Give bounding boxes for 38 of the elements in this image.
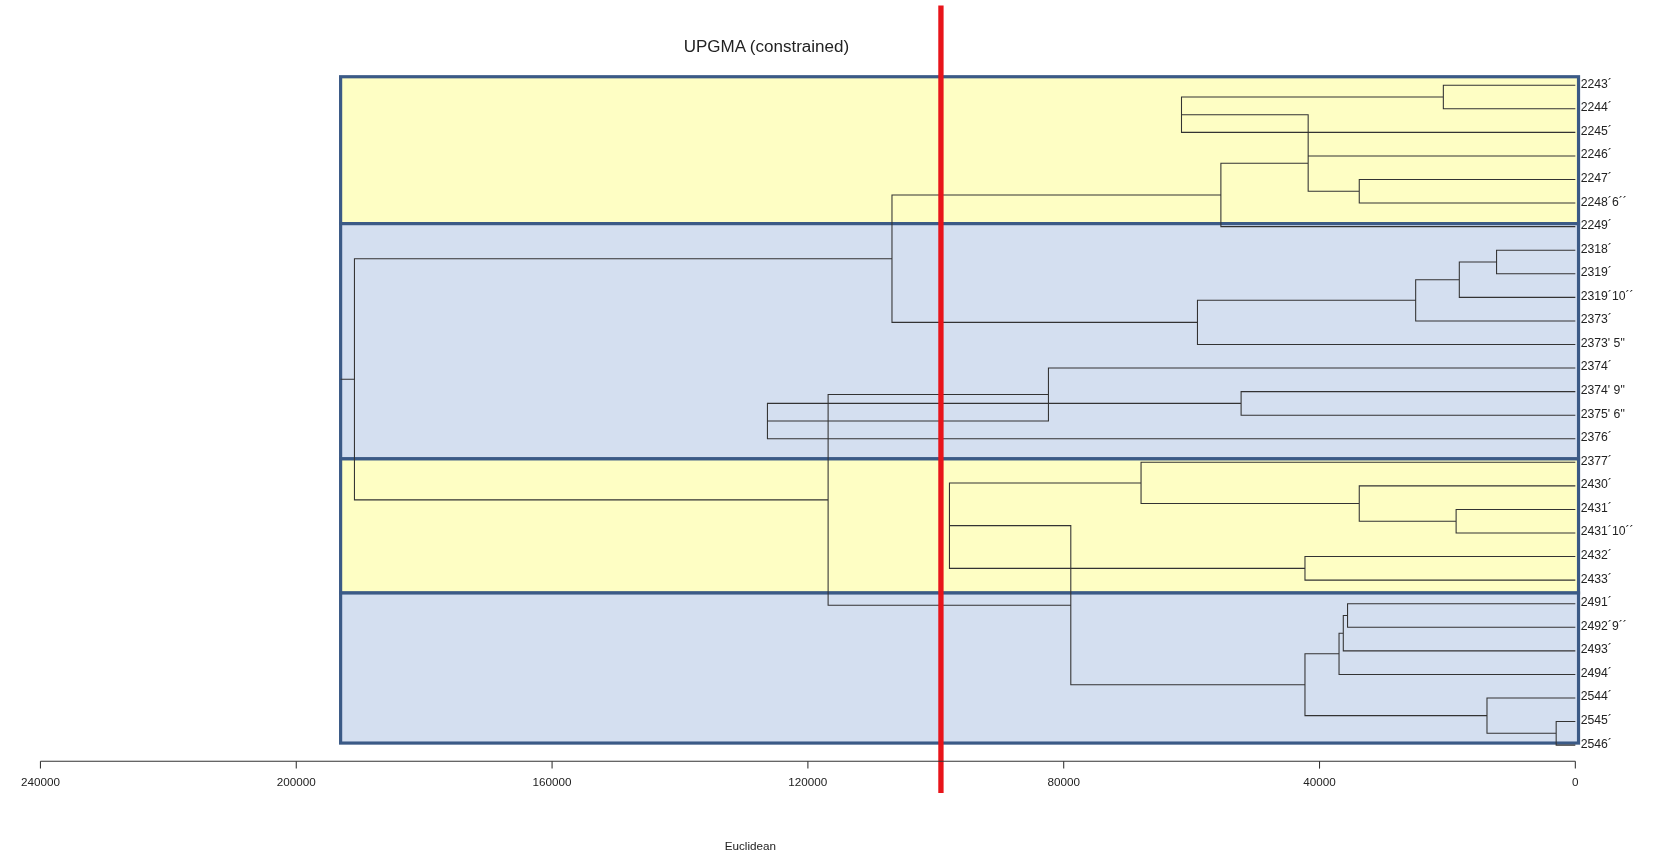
leaf-label: 2433´ bbox=[1580, 572, 1612, 585]
chart-title: UPGMA (constrained) bbox=[683, 38, 850, 56]
leaf-label: 2430´ bbox=[1580, 478, 1612, 491]
leaf-label: 2244´ bbox=[1580, 101, 1612, 114]
axis-title: Euclidean bbox=[724, 839, 777, 852]
tick-label: 200000 bbox=[276, 775, 316, 788]
leaf-label: 2373´ bbox=[1580, 313, 1612, 326]
leaf-label: 2243´ bbox=[1580, 77, 1612, 90]
leaf-label: 2374' 9" bbox=[1580, 384, 1625, 397]
leaf-label: 2431´10´´ bbox=[1580, 525, 1634, 538]
leaf-label: 2319´ bbox=[1580, 266, 1612, 279]
leaf-label: 2376´ bbox=[1580, 431, 1612, 444]
leaf-label: 2373' 5" bbox=[1580, 336, 1625, 350]
leaf-label: 2318´ bbox=[1580, 242, 1612, 255]
leaf-label: 2492´9´´ bbox=[1580, 619, 1627, 632]
leaf-label: 2319´10´´ bbox=[1580, 289, 1634, 303]
leaf-label: 2494´ bbox=[1580, 666, 1612, 680]
leaf-label: 2544´ bbox=[1580, 690, 1612, 703]
tick-label: 80000 bbox=[1047, 775, 1080, 788]
leaf-label: 2493´ bbox=[1580, 643, 1612, 656]
leaf-label: 2377´ bbox=[1580, 454, 1612, 467]
tick-label: 0 bbox=[1572, 775, 1579, 788]
leaf-label: 2431´ bbox=[1580, 501, 1612, 515]
leaf-label: 2374´ bbox=[1580, 360, 1612, 373]
leaf-label: 2248´6´´ bbox=[1580, 195, 1627, 208]
leaf-label: 2432´ bbox=[1580, 549, 1612, 562]
tick-label: 40000 bbox=[1303, 775, 1336, 788]
leaf-label: 2545´ bbox=[1580, 714, 1612, 727]
leaf-label: 2245´ bbox=[1580, 124, 1612, 138]
tick-label: 160000 bbox=[532, 775, 572, 788]
leaf-label: 2249´ bbox=[1580, 219, 1612, 232]
leaf-label: 2491´ bbox=[1580, 596, 1612, 609]
leaf-label: 2375' 6" bbox=[1580, 407, 1625, 420]
leaf-label: 2247´ bbox=[1580, 171, 1612, 185]
leaf-label: 2246´ bbox=[1580, 148, 1612, 161]
tick-label: 240000 bbox=[20, 775, 60, 788]
tick-label: 120000 bbox=[788, 775, 828, 788]
leaf-label: 2546´ bbox=[1580, 737, 1612, 750]
